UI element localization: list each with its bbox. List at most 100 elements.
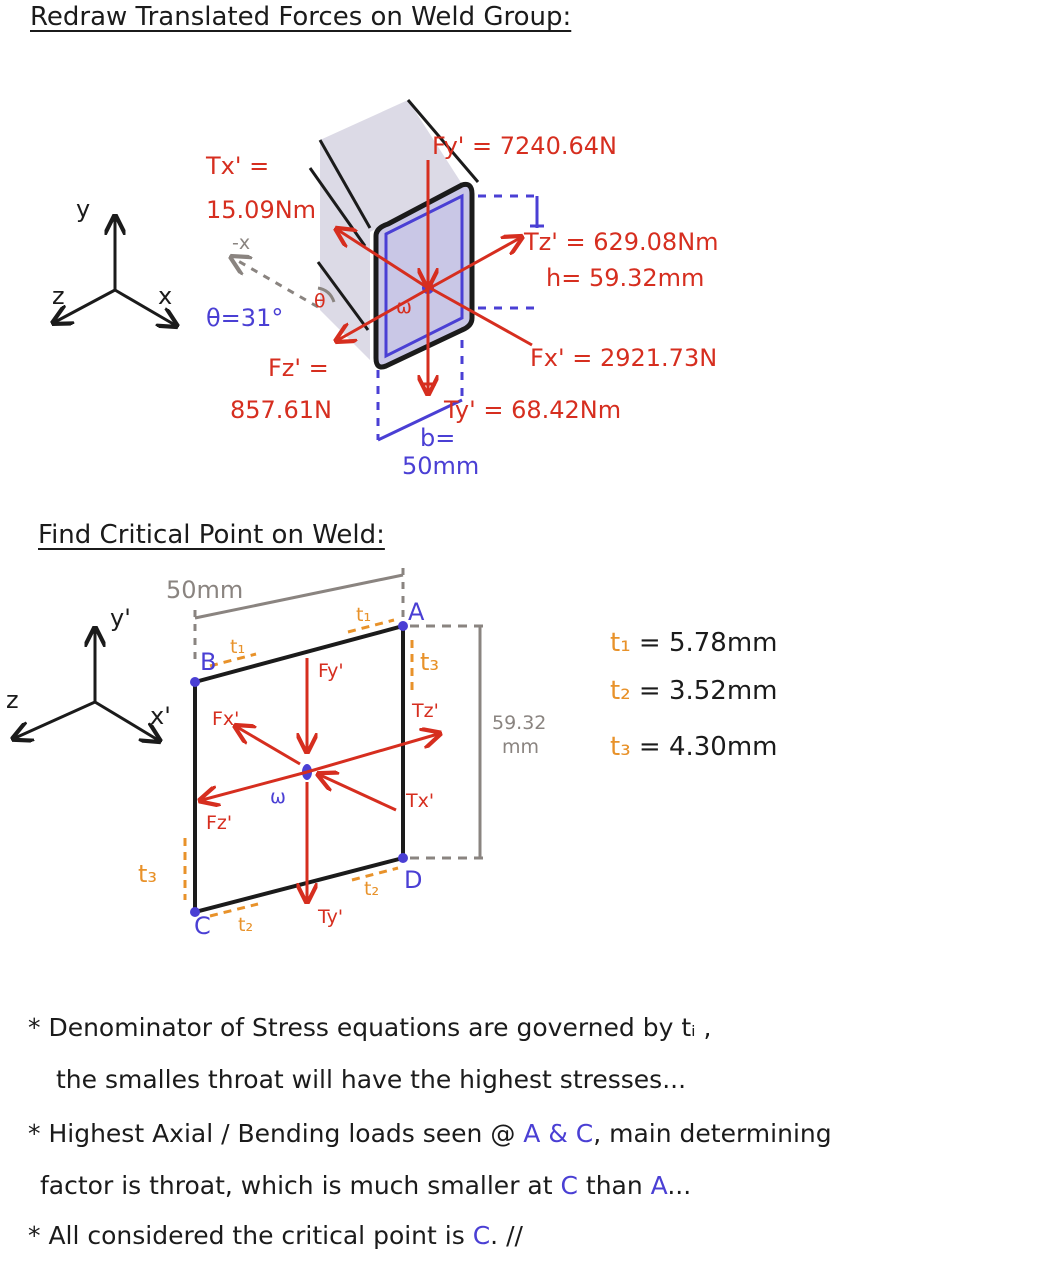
throat-t1-row: t₁ = 5.78mm (610, 628, 778, 658)
fy-label: Fy' = 7240.64N (432, 132, 617, 160)
critical-point-diagram (0, 568, 485, 918)
tx-arrow (338, 230, 429, 290)
note-1: * Denominator of Stress equations are go… (28, 1012, 711, 1045)
note-3-critical-point: C (472, 1221, 491, 1250)
tx-label-2: Tx' (406, 790, 435, 812)
vertex-b (190, 677, 200, 687)
dimension-lines-1 (376, 194, 540, 440)
axis-z-arrow-2 (15, 700, 96, 738)
theta-label: θ=31° (206, 304, 284, 332)
note-3-end: . // (490, 1221, 523, 1250)
note-2: * Highest Axial / Bending loads seen @ A… (28, 1118, 832, 1151)
point-c-label: C (194, 912, 211, 940)
force-arrows-1 (338, 160, 533, 392)
section1-heading: Redraw Translated Forces on Weld Group: (30, 2, 572, 32)
note-2-line2-a: factor is throat, which is much smaller … (40, 1171, 561, 1200)
angle-reference (233, 258, 336, 309)
note-2-line2-e: ... (667, 1171, 692, 1200)
axis-y-prime-label: y' (110, 604, 131, 632)
note-2-line1-a: Highest Axial / Bending loads seen @ (48, 1119, 524, 1148)
throat-t2-value: = 3.52mm (638, 676, 778, 706)
t2-label-c: t₂ (238, 914, 254, 936)
weld-outline (193, 623, 405, 915)
axis-x-prime-arrow (94, 700, 158, 740)
theta-small-label: θ (314, 290, 326, 312)
tx-arrow-2 (237, 727, 301, 766)
throat-t3-value: = 4.30mm (638, 732, 778, 762)
throat-t1-value: = 5.78mm (638, 628, 778, 658)
axis-z-label-1: z (52, 282, 65, 310)
note-2-line1-c: , main determining (593, 1119, 832, 1148)
throat-t1-symbol: t₁ (610, 628, 631, 658)
t3-label-c: t₃ (138, 860, 158, 888)
vertex-c (190, 907, 200, 917)
width-dimension-label: 50mm (166, 576, 244, 604)
fz-arrow (338, 286, 431, 340)
axis-z-arrow (55, 288, 116, 322)
axes-triad-1 (55, 218, 175, 325)
fx-label: Fx' = 2921.73N (530, 344, 718, 372)
tx-value: 15.09Nm (206, 196, 317, 224)
fz-value: 857.61N (230, 396, 332, 424)
vertex-a (398, 621, 408, 631)
force-arrows-2 (202, 658, 438, 900)
tz-label-2: Tz' (412, 700, 439, 722)
point-a-label: A (408, 598, 425, 626)
h-dimension-label: h= 59.32mm (546, 264, 705, 292)
height-dimension-value: 59.32 (492, 712, 547, 734)
axis-x-prime-label: x' (150, 702, 171, 730)
omega-label-1: ω (396, 296, 412, 318)
throat-t3-row: t₃ = 4.30mm (610, 732, 778, 762)
note-2-point-c: C (560, 1171, 578, 1200)
t1-label-b: t₁ (230, 636, 246, 658)
ty-label-2: Ty' (318, 906, 344, 928)
axis-x-label-1: x (158, 282, 173, 310)
t2-label-d: t₂ (364, 878, 380, 900)
throat-t3-symbol: t₃ (610, 732, 631, 762)
point-b-label: B (200, 648, 217, 676)
vertex-d (398, 853, 408, 863)
note-3: * All considered the critical point is C… (28, 1220, 523, 1253)
t3-label-a: t₃ (420, 648, 440, 676)
omega-label-2: ω (270, 786, 286, 808)
translated-forces-diagram (0, 99, 544, 442)
note-1-line2: the smalles throat will have the highest… (56, 1065, 687, 1094)
note-1-line1: Denominator of Stress equations are gove… (48, 1013, 712, 1042)
fy-label-2: Fy' (318, 660, 344, 682)
fx-arrow (429, 286, 533, 347)
fx-label-2: Fx' (212, 708, 240, 730)
minus-x-label: -x (232, 232, 251, 254)
weld-vertices (190, 621, 408, 917)
axis-z-label-2: z (6, 686, 19, 714)
note-3-asterisk: * (28, 1221, 41, 1250)
section2-heading: Find Critical Point on Weld: (38, 520, 385, 550)
fz-label: Fz' = (268, 354, 329, 382)
tx-label: Tx' = (206, 152, 270, 180)
width-dimension (193, 568, 405, 665)
b-dimension-label: b= (420, 424, 456, 452)
height-dimension (410, 624, 485, 860)
note-2-point-a: A (650, 1171, 668, 1200)
tz-arrow (429, 238, 520, 290)
fz-label-2: Fz' (206, 812, 233, 834)
axis-y-label-1: y (76, 195, 91, 223)
note-3-text: All considered the critical point is (48, 1221, 473, 1250)
axis-x-arrow (114, 288, 175, 325)
note-2-line2-c: than (577, 1171, 651, 1200)
fx-arrow-2 (202, 770, 308, 800)
note-2-points-ac: A & C (523, 1119, 594, 1148)
point-d-label: D (404, 866, 423, 894)
height-dimension-unit: mm (502, 736, 540, 758)
throat-t2-row: t₂ = 3.52mm (610, 676, 778, 706)
note-1-asterisk: * (28, 1013, 41, 1042)
note-2-asterisk: * (28, 1119, 41, 1148)
t1-label-a: t₁ (356, 604, 372, 626)
throat-indicators (183, 618, 414, 918)
tz-arrow-2 (306, 734, 438, 774)
tx-reverse-arrow-2 (320, 775, 397, 812)
b-dimension-value: 50mm (402, 452, 480, 480)
tz-label: Tz' = 629.08Nm (524, 228, 719, 256)
note-2-line2: factor is throat, which is much smaller … (40, 1170, 691, 1203)
throat-t2-symbol: t₂ (610, 676, 631, 706)
ty-label: Ty' = 68.42Nm (444, 396, 622, 424)
